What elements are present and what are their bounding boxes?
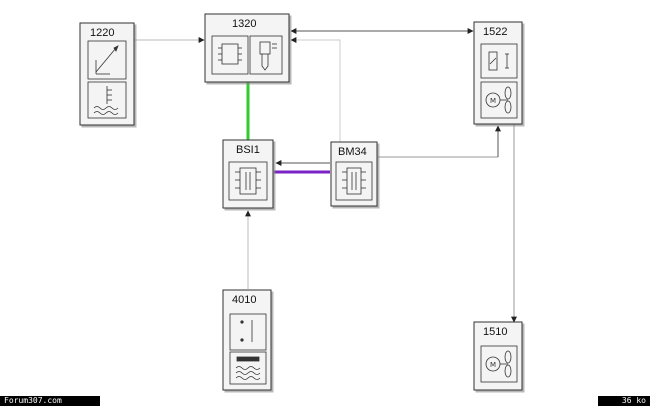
footer-file-size: 36 ko	[598, 396, 650, 406]
module-bm34[interactable]	[330, 141, 378, 207]
temperature-gauge-icon	[87, 40, 127, 80]
relay-icon	[480, 43, 518, 79]
module-4010[interactable]	[222, 289, 272, 391]
injector-icon	[249, 35, 283, 75]
module-bsi1[interactable]	[222, 139, 274, 209]
bsi-chip-icon	[228, 161, 268, 201]
module-1510-label: 1510	[483, 326, 507, 338]
module-1522[interactable]	[473, 21, 523, 125]
connections	[135, 28, 517, 323]
svg-text:M: M	[490, 97, 496, 105]
module-bm34-label: BM34	[338, 146, 367, 158]
module-1510[interactable]	[473, 321, 523, 391]
fan-motor-icon: M	[480, 81, 518, 119]
module-4010-label: 4010	[232, 294, 256, 306]
module-1220-label: 1220	[90, 27, 114, 39]
svg-text:M: M	[490, 361, 496, 369]
module-1320-label: 1320	[232, 18, 256, 30]
module-1522-label: 1522	[483, 26, 507, 38]
bm34-chip-icon	[335, 161, 373, 201]
ecu-chip-icon	[211, 35, 249, 75]
footer-site-label: Forum307.com	[0, 396, 100, 406]
coolant-temperature-icon	[87, 81, 127, 119]
fan-motor-icon-1510: M	[480, 345, 518, 383]
module-1220[interactable]	[79, 22, 135, 126]
coolant-level-icon	[229, 351, 267, 385]
module-bsi1-label: BSI1	[236, 144, 260, 156]
level-switch-icon	[229, 313, 267, 351]
wiring-diagram: 1220 1320 1522	[79, 13, 523, 391]
link-1320-bm34	[290, 37, 341, 142]
